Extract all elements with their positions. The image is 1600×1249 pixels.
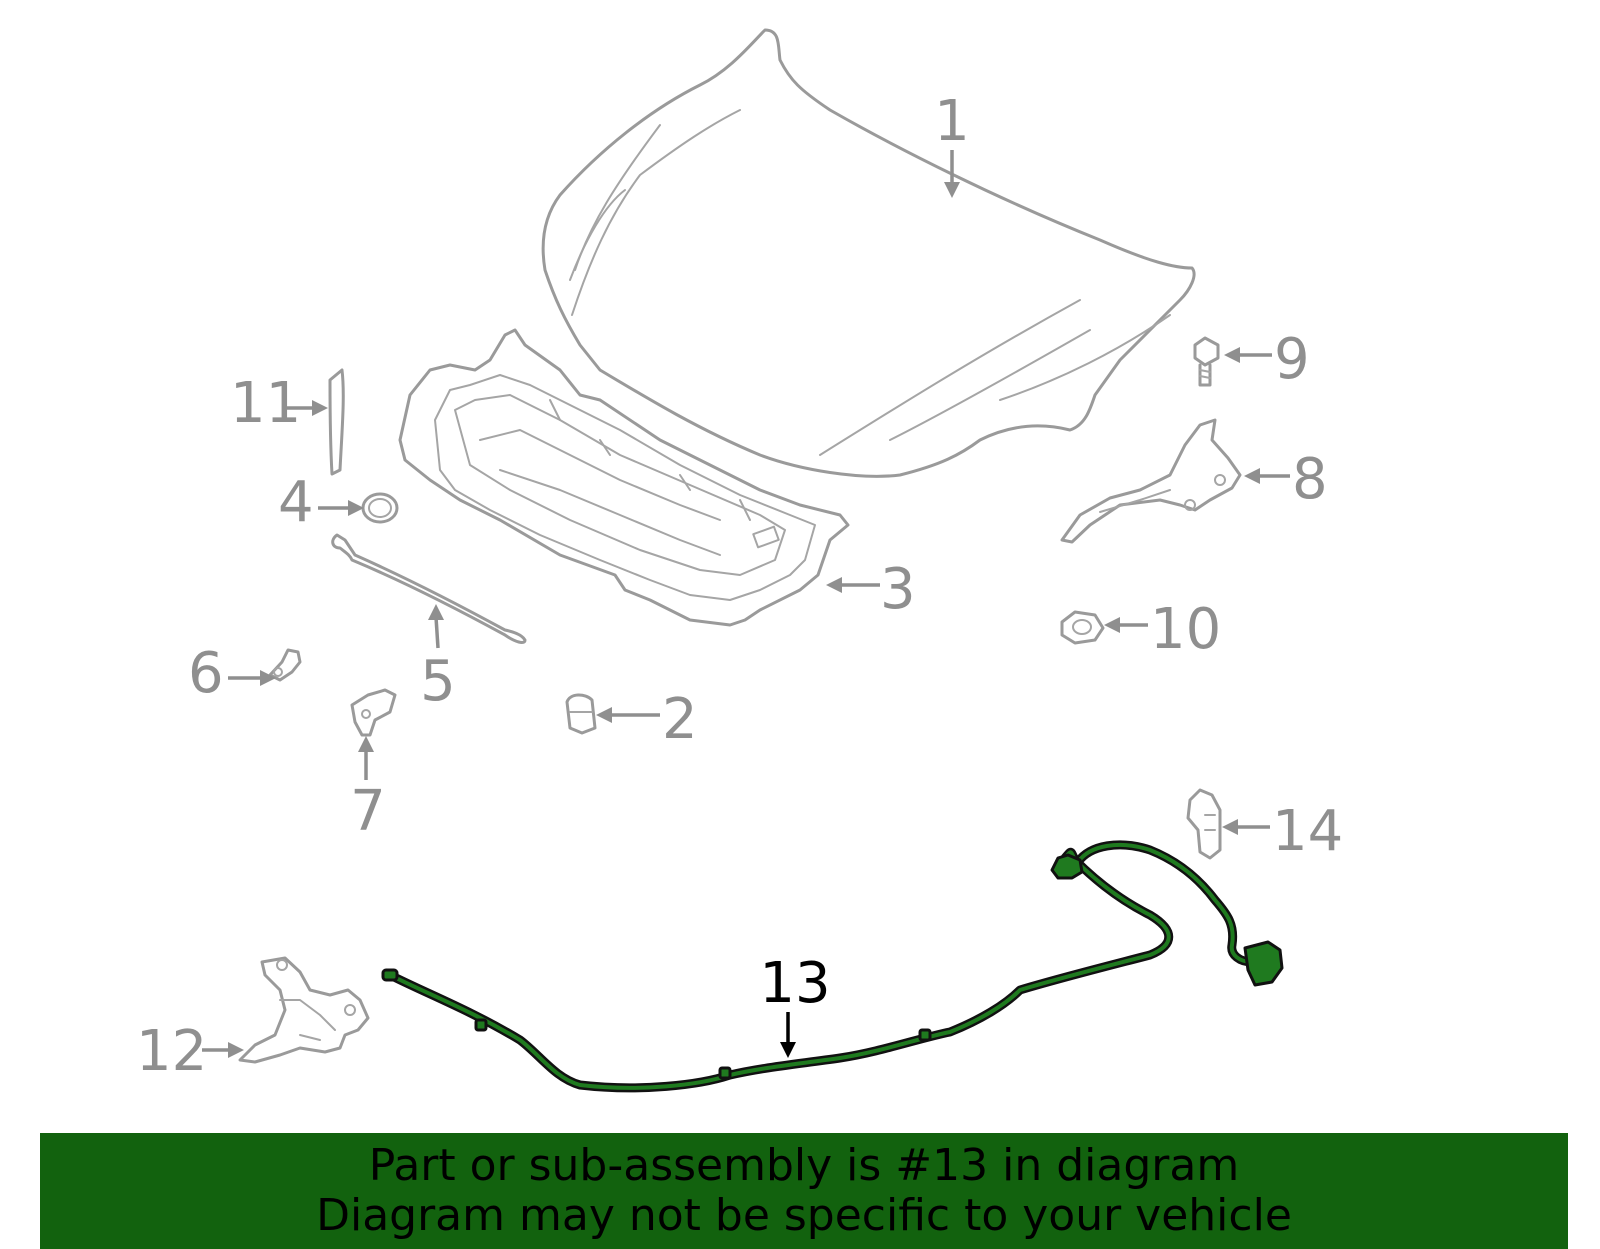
callout-arrows bbox=[202, 150, 1290, 1058]
part-14-clip bbox=[1186, 788, 1222, 860]
callout-11: 11 bbox=[230, 371, 301, 436]
callout-13: 13 bbox=[759, 951, 830, 1016]
callout-6: 6 bbox=[188, 641, 224, 706]
callout-5: 5 bbox=[420, 649, 456, 714]
part-3-insulator bbox=[398, 328, 850, 627]
part-9-bolt bbox=[1193, 336, 1220, 387]
part-4-grommet bbox=[361, 492, 399, 524]
callout-1: 1 bbox=[934, 89, 970, 154]
callout-14: 14 bbox=[1272, 799, 1343, 864]
info-banner: Part or sub-assembly is #13 in diagram D… bbox=[40, 1133, 1568, 1249]
callout-8: 8 bbox=[1292, 447, 1328, 512]
part-5-prop-rod bbox=[331, 533, 527, 644]
part-1-hood bbox=[541, 28, 1196, 478]
part-6-clip bbox=[268, 648, 302, 682]
banner-line-part: Part or sub-assembly is #13 in diagram bbox=[368, 1140, 1240, 1191]
part-2-cap bbox=[565, 693, 597, 735]
part-13-release-cable bbox=[381, 840, 1284, 1093]
callout-7: 7 bbox=[350, 779, 386, 844]
banner-line-disclaimer: Diagram may not be specific to your vehi… bbox=[316, 1190, 1292, 1241]
part-10-nut bbox=[1060, 610, 1105, 645]
callout-2: 2 bbox=[662, 687, 698, 752]
part-8-hinge bbox=[1060, 418, 1242, 544]
callout-10: 10 bbox=[1150, 597, 1221, 662]
callout-12: 12 bbox=[136, 1019, 207, 1084]
callout-9: 9 bbox=[1274, 327, 1310, 392]
part-11-seal bbox=[328, 368, 345, 476]
part-7-bracket bbox=[350, 688, 397, 737]
part-12-latch bbox=[238, 956, 370, 1064]
callout-3: 3 bbox=[880, 557, 916, 622]
callout-4: 4 bbox=[278, 470, 314, 535]
